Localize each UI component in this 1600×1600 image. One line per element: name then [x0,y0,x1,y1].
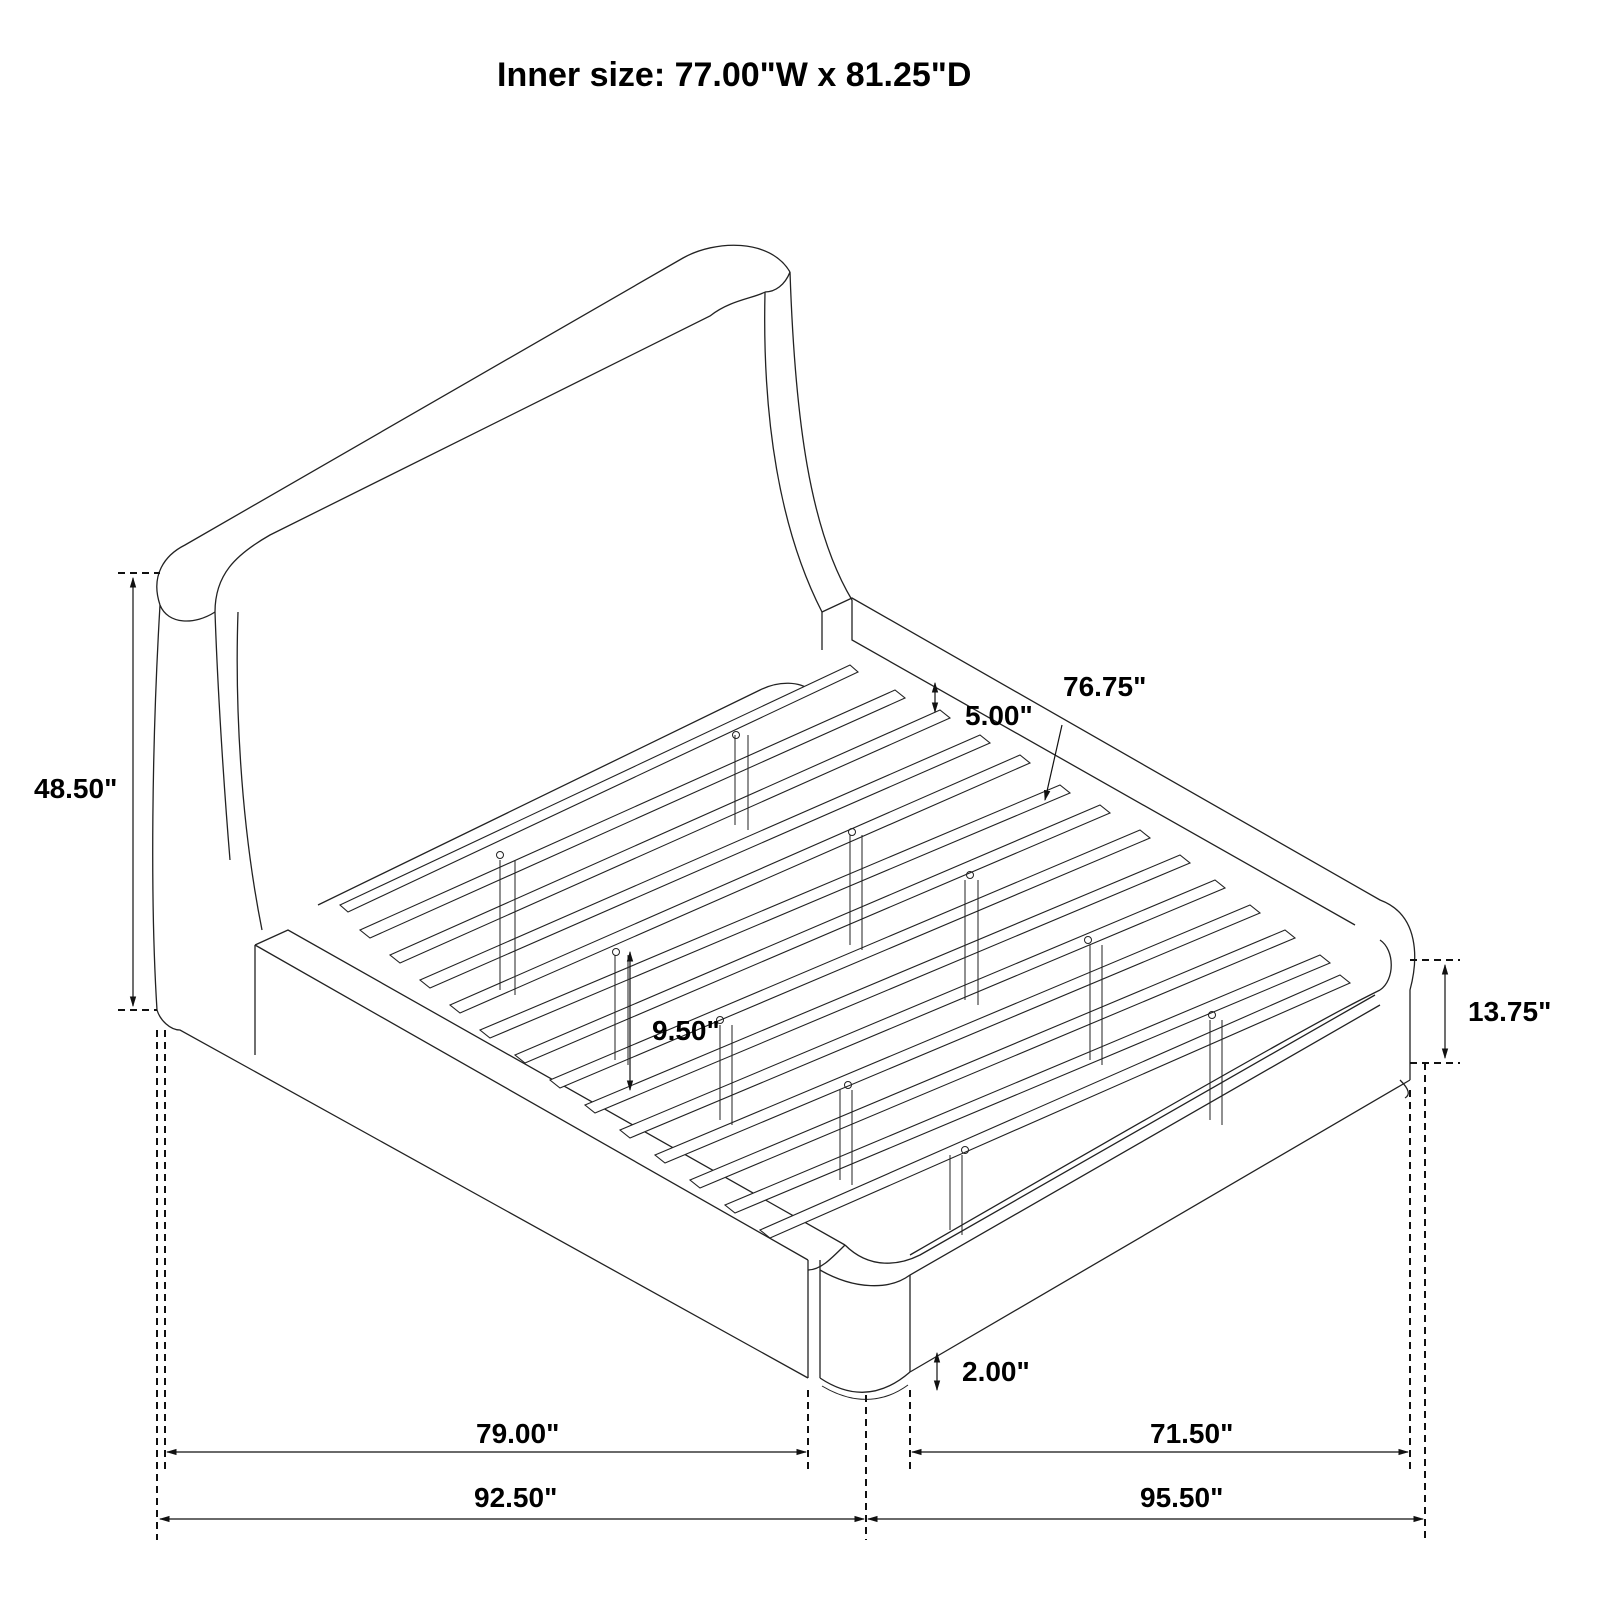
left-side-rail [156,929,1411,1400]
inner-left-width-label: 79.00" [476,1418,560,1449]
leg-height-label: 2.00" [962,1356,1030,1387]
inner-right-width-label: 71.50" [1150,1418,1234,1449]
dimension-lines [118,572,1460,1540]
inner-length-label: 76.75" [1063,671,1147,702]
overall-left-length-label: 92.50" [474,1482,558,1513]
side-rail-height-label: 13.75" [1468,996,1552,1027]
inner-size-title: Inner size: 77.00"W x 81.25"D [497,56,972,94]
center-supports [496,731,1223,1235]
overall-right-width-label: 95.50" [1140,1482,1224,1513]
right-side-rail [821,597,1416,1256]
wooden-slats [339,664,1352,1239]
slat-clearance-label: 5.00" [965,700,1033,731]
center-support-height-label: 9.50" [652,1015,720,1046]
slat-platform [317,664,1376,1264]
headboard [152,244,853,1011]
headboard-height-label: 48.50" [34,773,118,804]
